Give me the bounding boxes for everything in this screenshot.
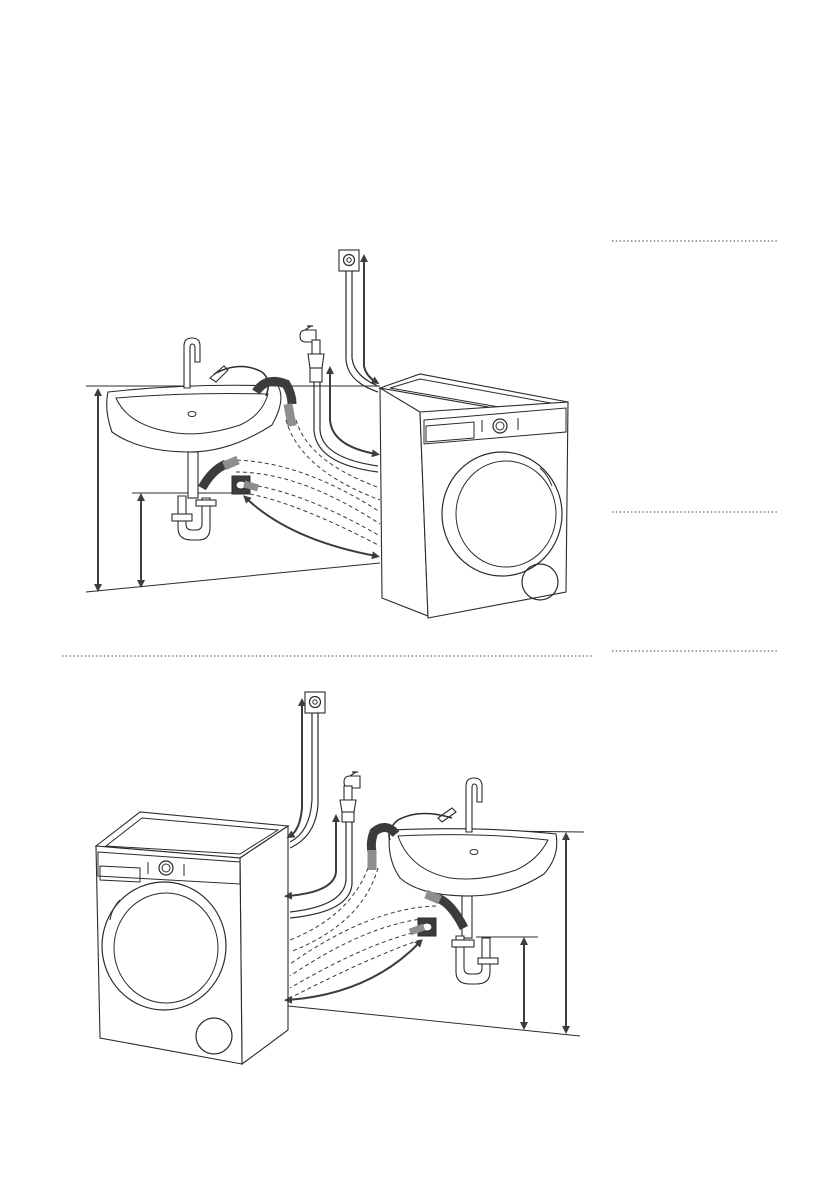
drain-outlet-icon bbox=[232, 476, 258, 494]
inlet-route-arrow bbox=[330, 370, 376, 454]
dashed-hose-path bbox=[290, 868, 368, 940]
socket-icon bbox=[305, 692, 325, 713]
drain-route-arrow bbox=[288, 942, 420, 1000]
drain-hose-under-sink bbox=[202, 464, 226, 488]
faucet-icon bbox=[438, 778, 482, 832]
water-tap-icon bbox=[340, 772, 360, 822]
drain-hose-sink-end bbox=[288, 404, 292, 426]
dashed-hose-path bbox=[290, 940, 420, 998]
floor-reference-line bbox=[288, 1006, 580, 1036]
sink-icon bbox=[107, 385, 281, 540]
dashed-hose-path bbox=[290, 930, 426, 988]
sink-icon bbox=[389, 829, 557, 984]
drain-hose-under-sink-end bbox=[426, 894, 440, 900]
dashed-hose-path bbox=[250, 494, 380, 546]
washing-machine-icon bbox=[380, 374, 568, 618]
drain-hose-under-sink-end bbox=[224, 460, 238, 466]
floor-reference-line bbox=[86, 563, 380, 592]
drain-hose-under-sink bbox=[438, 898, 464, 928]
faucet-icon bbox=[184, 338, 228, 388]
drain-outlet-icon bbox=[410, 918, 436, 936]
top-figure bbox=[86, 250, 568, 618]
socket-route-arrow bbox=[290, 702, 302, 836]
drain-route-arrow bbox=[246, 498, 376, 556]
water-tap-icon bbox=[300, 326, 324, 382]
bottom-figure bbox=[96, 692, 584, 1064]
socket-route-arrow bbox=[364, 258, 376, 382]
dashed-hose-path bbox=[236, 472, 380, 524]
power-cable bbox=[346, 271, 378, 392]
dashed-hose-path bbox=[290, 918, 432, 976]
washing-machine-icon bbox=[96, 812, 288, 1064]
socket-icon bbox=[339, 250, 359, 271]
